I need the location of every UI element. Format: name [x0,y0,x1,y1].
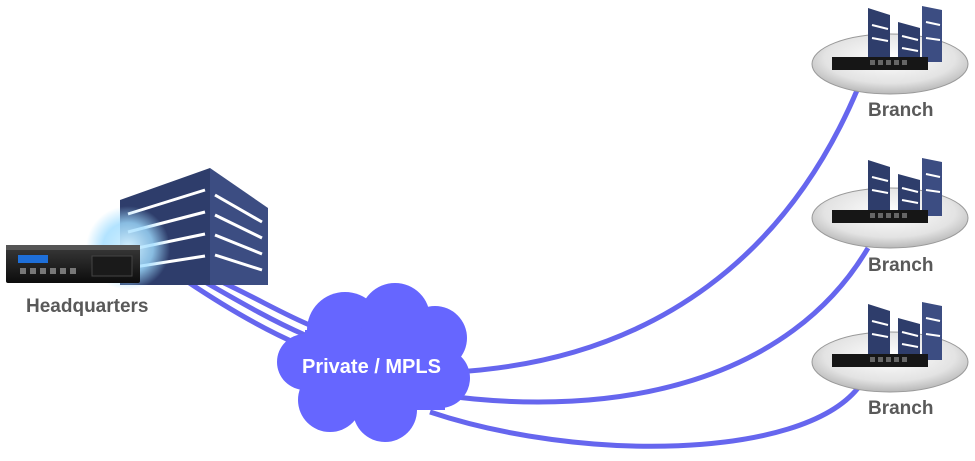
branch-building-icon [868,158,942,216]
branch-label-2: Branch [868,255,934,276]
hq-appliance-icon [6,245,140,283]
branch-links [429,87,871,449]
branch-label-1: Branch [868,100,934,121]
hq-links [186,279,313,348]
branch-building-icon [868,302,942,360]
link-branch-3 [429,386,860,449]
link-branch-1 [454,87,861,375]
cloud-label: Private / MPLS [302,356,441,378]
branch-site-3 [811,302,969,393]
branch-label-3: Branch [868,398,934,419]
cloud-icon [277,283,470,442]
link-branch-2 [439,246,871,405]
branch-site-2 [811,158,969,249]
branch-building-icon [868,6,942,62]
headquarters-label: Headquarters [26,296,149,317]
branch-site-1 [811,6,969,95]
